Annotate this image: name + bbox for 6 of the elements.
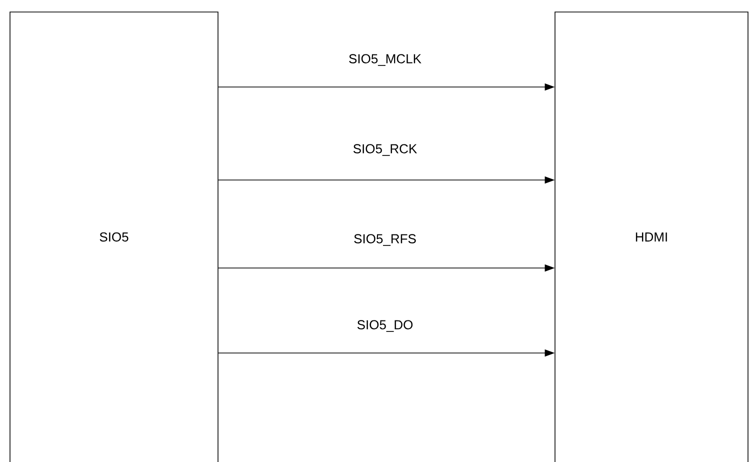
block-box: SIO5 [10,12,218,462]
edge-label: SIO5_DO [356,319,414,333]
block-box: HDMI [554,12,748,462]
edge-label: SIO5_RFS [352,233,418,247]
edge-label: SIO5_MCLK [348,53,422,67]
edge-label: SIO5_RCK [352,143,418,157]
